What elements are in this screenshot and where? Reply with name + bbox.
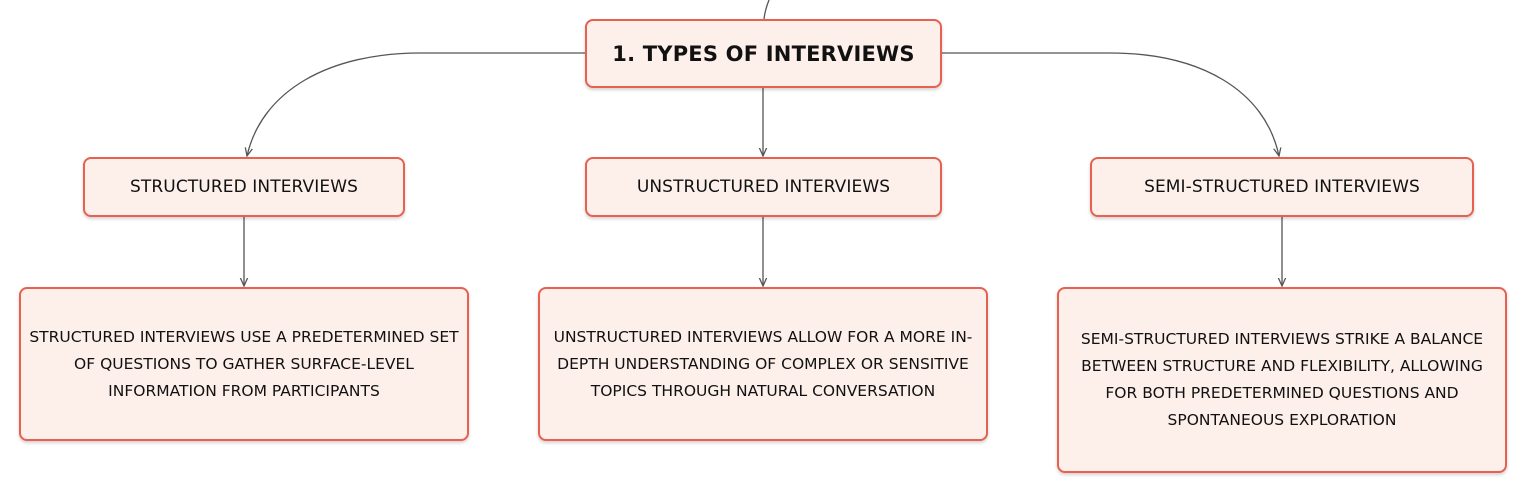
node-unstructured-interviews[interactable]: UNSTRUCTURED INTERVIEWS [585,157,942,217]
node-structured-interviews-label: STRUCTURED INTERVIEWS [130,177,358,197]
unstructured-interviews-description-text: UNSTRUCTURED INTERVIEWS ALLOW FOR A MORE… [553,327,973,400]
node-semi-structured-interviews-description[interactable]: SEMI-STRUCTURED INTERVIEWS STRIKE A BALA… [1057,287,1507,473]
connector-root-to-semi-structured [942,52,1279,156]
node-unstructured-interviews-description[interactable]: UNSTRUCTURED INTERVIEWS ALLOW FOR A MORE… [538,287,988,441]
connector-from-parent [763,0,770,20]
semi-structured-interviews-description-text: SEMI-STRUCTURED INTERVIEWS STRIKE A BALA… [1080,330,1484,429]
connector-root-to-structured [247,52,585,156]
structured-interviews-description-text: STRUCTURED INTERVIEWS USE A PREDETERMINE… [29,327,459,400]
node-unstructured-interviews-label: UNSTRUCTURED INTERVIEWS [636,177,891,197]
root-node-label: 1. TYPES OF INTERVIEWS [612,41,915,66]
node-structured-interviews[interactable]: STRUCTURED INTERVIEWS [83,157,405,217]
node-semi-structured-interviews[interactable]: SEMI-STRUCTURED INTERVIEWS [1090,157,1474,217]
node-structured-interviews-description[interactable]: STRUCTURED INTERVIEWS USE A PREDETERMINE… [19,287,469,441]
node-semi-structured-interviews-label: SEMI-STRUCTURED INTERVIEWS [1144,177,1420,197]
root-node-types-of-interviews[interactable]: 1. TYPES OF INTERVIEWS [585,19,942,88]
